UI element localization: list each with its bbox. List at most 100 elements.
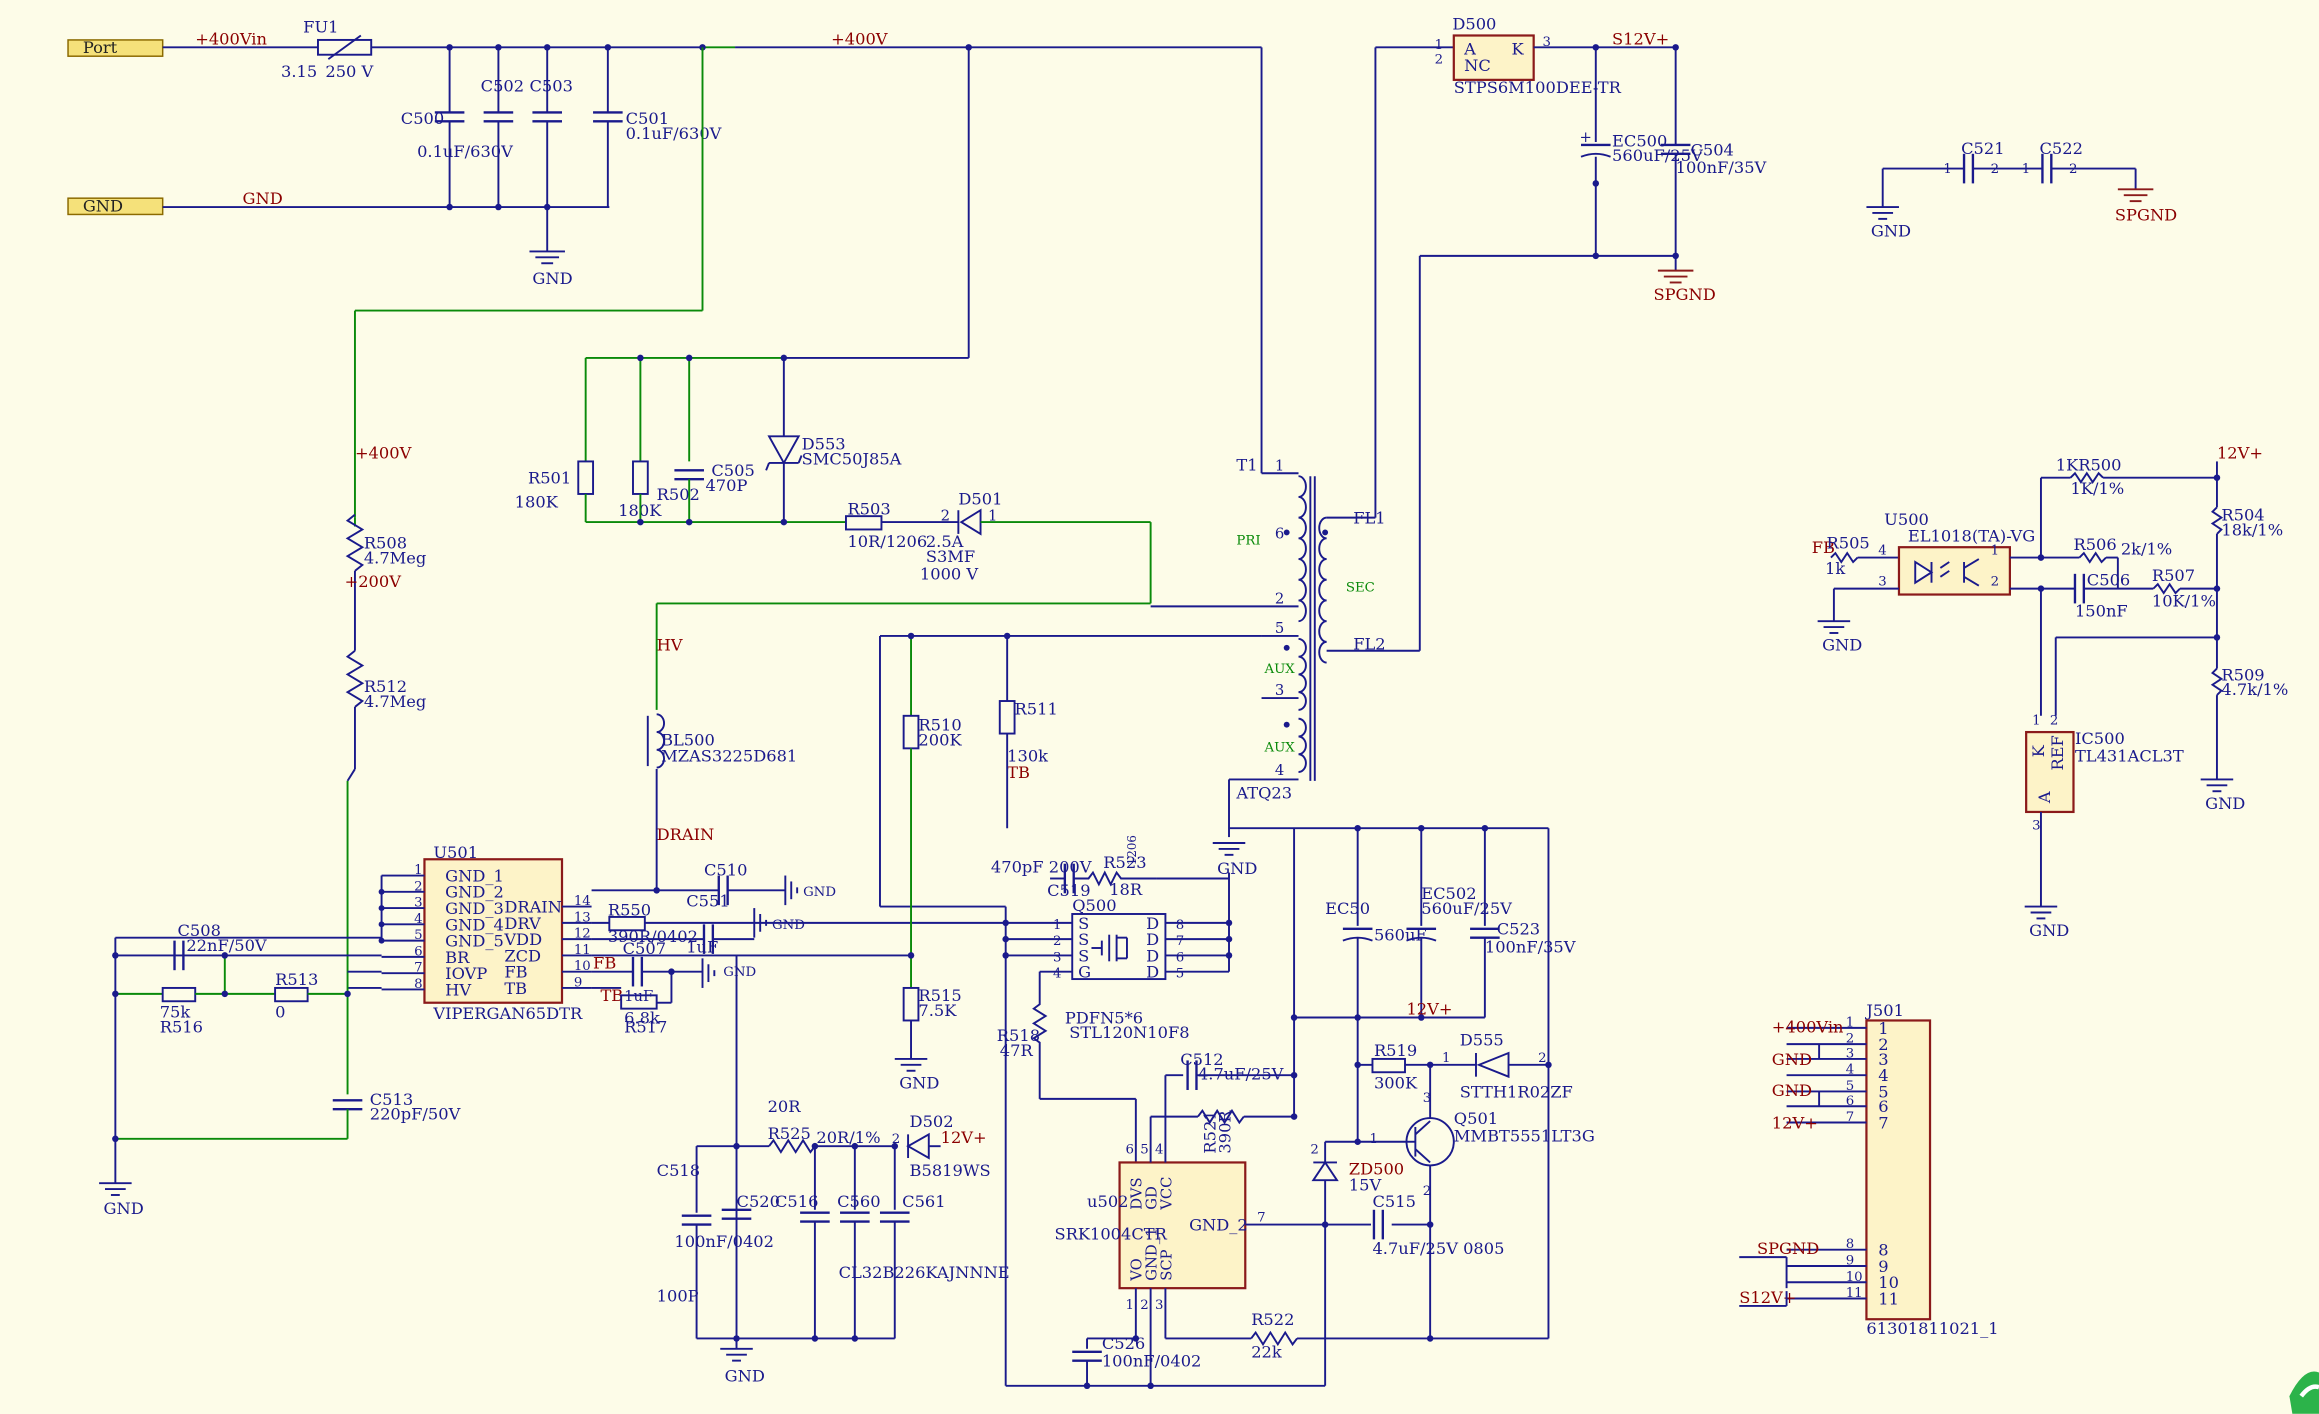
resistor-r510[interactable]: R510 200K <box>902 714 963 750</box>
cap-c520[interactable]: C520 <box>721 1192 780 1220</box>
cap-c513[interactable]: C513 220pF/50V <box>332 1090 461 1124</box>
j501-pin-num: 7 <box>1846 1110 1854 1125</box>
resistor-r517[interactable]: 1uF 6.8k R517 <box>620 988 667 1036</box>
svg-text:10K/1%: 10K/1% <box>2152 591 2216 610</box>
svg-text:1KR500: 1KR500 <box>2056 455 2122 474</box>
svg-text:3: 3 <box>1423 1091 1431 1106</box>
transformer-t1[interactable]: T1 1 6 2 PRI SEC FL1 FL2 5 AUX 3 AUX 4 A… <box>1150 455 1420 803</box>
q500-pin-name: D <box>1146 930 1159 949</box>
resistor-r522[interactable]: R522 22k <box>1250 1310 1298 1362</box>
resistor-r550[interactable]: R550 390R/0402 <box>608 900 698 946</box>
svg-text:D500: D500 <box>1452 15 1496 34</box>
cap-c521[interactable]: C521 1 2 <box>1943 139 2005 184</box>
diode-d500[interactable]: D500 A NC K 1 2 3 STPS6M100DEE-TR <box>1435 15 1622 98</box>
svg-text:C561: C561 <box>902 1192 945 1211</box>
u501-pin-num: 7 <box>414 961 422 976</box>
optocoupler-u500[interactable]: 4 3 1 2 <box>1878 544 2012 596</box>
svg-text:0: 0 <box>275 1003 285 1022</box>
cap-c506[interactable]: C506 150nF <box>2073 571 2130 621</box>
u502-pin-name: VCC <box>1158 1177 1175 1211</box>
svg-text:C521: C521 <box>1961 139 2004 158</box>
q500-pin-name: D <box>1146 946 1159 965</box>
resistor-r509[interactable]: R509 4.7k/1% <box>2210 665 2289 699</box>
resistor-r504[interactable]: R504 18k/1% <box>2210 506 2284 540</box>
svg-text:4.7uF/25V 0805: 4.7uF/25V 0805 <box>1372 1239 1504 1258</box>
diode-d502[interactable]: D502 B5819WS 2 <box>892 1112 991 1180</box>
ecap-ec500[interactable]: + EC500 560uF/25V <box>1580 129 1703 165</box>
cap-c503[interactable]: C503 <box>529 47 573 252</box>
tvs-d553[interactable]: D553 SMC50J85A <box>765 435 902 523</box>
diode-d555[interactable]: D555 STTH1R02ZF 2 <box>1460 1031 1573 1102</box>
svg-text:GND: GND <box>803 885 836 900</box>
svg-text:AUX: AUX <box>1264 662 1296 677</box>
cap-c501[interactable]: C501 0.1uF/630V <box>593 47 722 208</box>
svg-text:U500: U500 <box>1884 510 1929 529</box>
resistor-r505[interactable]: R505 1k <box>1825 534 1870 578</box>
u502-pin-name: SCP <box>1158 1249 1175 1280</box>
svg-text:6.8k: 6.8k <box>624 1008 660 1027</box>
cap-c561[interactable]: C561 <box>879 1192 946 1223</box>
resistor-r513[interactable]: R513 0 <box>274 970 318 1022</box>
svg-text:PDFN5*6: PDFN5*6 <box>1065 1008 1143 1027</box>
cap-c551[interactable]: C551 1uF GND <box>686 892 805 957</box>
resistor-r525[interactable]: R525 <box>768 1124 816 1154</box>
cap-c523[interactable]: C523 100nF/35V <box>1470 920 1576 957</box>
svg-text:220pF/50V: 220pF/50V <box>370 1105 461 1124</box>
transistor-q501[interactable]: Q501 MMBT5551LT3G 1 3 2 <box>1370 1091 1595 1199</box>
resistor-r511[interactable]: R511 130k TB <box>998 699 1058 782</box>
svg-text:GND: GND <box>2029 921 2069 940</box>
resistor-r503[interactable]: R503 10R/1206 <box>844 500 927 552</box>
cap-c522[interactable]: C522 1 2 <box>2022 139 2083 184</box>
svg-text:3: 3 <box>2032 819 2040 834</box>
cap-c507[interactable]: C507 <box>623 939 666 987</box>
svg-text:C522: C522 <box>2039 139 2082 158</box>
cap-c504[interactable]: C504 100nF/35V <box>1660 140 1767 177</box>
ecap-ec50[interactable]: EC50 560uF <box>1325 899 1427 945</box>
fuse-fu1[interactable]: FU1 3.15 250 V <box>281 18 374 81</box>
shunt-ref-ic500[interactable]: K REF A IC500 TL431ACL3T 1 2 3 <box>2025 714 2184 834</box>
diode-d501[interactable]: D501 2 1 2.5A S3MF 1000 V <box>920 489 1002 583</box>
resistor-r501[interactable]: R501 180K <box>515 460 595 511</box>
resistor-r506[interactable]: R506 2k/1% <box>2073 535 2172 564</box>
resistor-r519[interactable]: R519 300K <box>1371 1041 1418 1093</box>
u502-pin-name: GND_1 <box>1144 1227 1161 1280</box>
resistor-r515[interactable]: R515 7.5K <box>902 986 962 1022</box>
cap-c500[interactable]: C500 0.1uF/630V <box>401 47 513 208</box>
resistor-r500[interactable]: 1KR500 1K/1% <box>2056 455 2125 498</box>
svg-text:470P: 470P <box>705 476 747 495</box>
resistor-r518[interactable]: R518 47R <box>997 971 1048 1099</box>
j501-pin-num: 2 <box>1846 1032 1854 1047</box>
cap-c508[interactable]: C508 22nF/50V <box>173 921 267 971</box>
svg-text:R509: R509 <box>2221 665 2264 684</box>
resistor-r512[interactable]: R512 4.7Meg <box>345 649 427 711</box>
cap-c512[interactable]: C512 4.7uF/25V <box>1180 1050 1284 1090</box>
cap-c515[interactable]: C515 4.7uF/25V 0805 <box>1372 1192 1504 1258</box>
u501-pin-num: 6 <box>414 944 422 959</box>
svg-text:GND: GND <box>725 1366 765 1385</box>
cap-c518[interactable]: C518 100nF/0402 100P <box>657 1161 774 1306</box>
resistor-r516[interactable]: 75k R516 <box>160 986 203 1036</box>
bead-bl500[interactable]: BL500 MZAS3225D681 <box>646 713 798 769</box>
resistor-r507[interactable]: R507 10K/1% <box>2152 566 2216 610</box>
cap-c516[interactable]: C516 <box>775 1192 830 1223</box>
j501-pin-name: 6 <box>1878 1097 1888 1116</box>
svg-text:R518: R518 <box>997 1026 1040 1045</box>
cap-c502[interactable]: C502 <box>481 47 524 208</box>
resistor-r523[interactable]: R523 18R 1206 <box>1073 835 1157 899</box>
br-iovp-network: C508 22nF/50V 75k R516 R513 0 C513 220pF… <box>99 921 461 1218</box>
ecap-ec502[interactable]: EC502 560uF/25V <box>1406 884 1512 942</box>
resistor-r521[interactable]: R521 390R <box>1197 1108 1245 1154</box>
resistor-r508[interactable]: R508 4.7Meg <box>345 513 427 572</box>
svg-text:1: 1 <box>1991 544 1999 559</box>
svg-text:180K: 180K <box>515 492 559 511</box>
c510-group[interactable]: C510 GND <box>704 861 836 906</box>
ic-u502[interactable]: u502 SRK1004CTR DVS6GD5VCC4VO1GND_12SCP3… <box>1054 1143 1265 1313</box>
svg-text:390R/0402: 390R/0402 <box>608 927 698 946</box>
svg-text:DRAIN: DRAIN <box>657 825 715 844</box>
svg-text:K: K <box>2029 744 2048 757</box>
svg-text:12V+: 12V+ <box>2217 443 2263 462</box>
brand-logo-icon <box>2289 1371 2319 1414</box>
